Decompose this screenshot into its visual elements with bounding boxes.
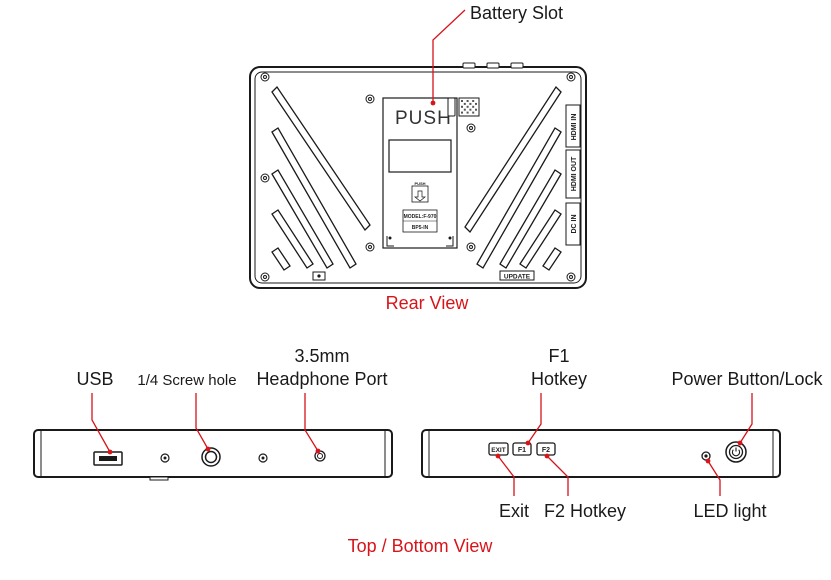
port-hdmi-out-label: HDMI OUT xyxy=(571,156,578,191)
grid-dot xyxy=(472,100,475,102)
top-bump xyxy=(462,62,476,69)
grid-dot xyxy=(466,100,469,102)
battery-slot-label: Battery Slot xyxy=(470,3,563,23)
f2-label: F2 Hotkey xyxy=(544,501,626,521)
grid-dot xyxy=(463,108,466,111)
top-bump xyxy=(510,62,524,69)
f1-label-line2: Hotkey xyxy=(531,369,587,389)
grid-dot xyxy=(461,100,463,102)
update-port-box xyxy=(499,270,535,281)
right-vents xyxy=(464,85,562,271)
update-label: UPDATE xyxy=(504,274,531,281)
power-leader xyxy=(739,393,753,444)
grid-dot xyxy=(469,102,472,105)
port-hdmi-in-label: HDMI IN xyxy=(571,114,578,141)
left-vents xyxy=(271,85,371,271)
battery-release-button xyxy=(447,97,480,117)
f1-button xyxy=(512,442,532,456)
usb-label: USB xyxy=(76,369,113,389)
usb-leader xyxy=(91,393,111,453)
screw-leader xyxy=(195,393,209,450)
plate-sub-text: BP5-IN xyxy=(412,225,429,231)
top-bottom-caption: Top / Bottom View xyxy=(348,536,494,556)
f1-label-line1: F1 xyxy=(548,346,569,366)
battery-plate xyxy=(382,97,458,249)
power-label: Power Button/Lock xyxy=(671,369,823,389)
screw-hole-label: 1/4 Screw hole xyxy=(137,372,236,389)
grid-dot xyxy=(463,102,466,105)
led-leader xyxy=(707,460,721,496)
headphone-label-line1: 3.5mm xyxy=(294,346,349,366)
port-dc-in-label: DC IN xyxy=(571,214,578,233)
grid-dot xyxy=(475,108,477,111)
rear-inner-frame xyxy=(254,71,582,284)
grid-dot xyxy=(461,111,463,114)
top-right-body xyxy=(421,429,781,478)
push-text: PUSH xyxy=(395,108,452,129)
grid-dot xyxy=(461,105,463,108)
top-bump xyxy=(486,62,500,69)
top-view-right: EXIT F1 F2 F1 Hotkey Power Button/Lock E… xyxy=(421,346,824,521)
rear-view: PUSH PUSH MODEL:F-970 BP5-IN HDMI IN HDM… xyxy=(249,3,587,313)
headphone-leader xyxy=(304,393,319,452)
grid-dot xyxy=(472,105,475,108)
f2-leader xyxy=(546,455,569,496)
battery-slot-leader xyxy=(432,9,466,103)
exit-button-text: EXIT xyxy=(491,447,505,454)
f2-button-text: F2 xyxy=(542,447,550,454)
side-port-strip xyxy=(565,104,581,246)
top-view-left: USB 1/4 Screw hole 3.5mm Headphone Port xyxy=(33,346,393,481)
led-label: LED light xyxy=(693,501,766,521)
f1-leader xyxy=(527,393,542,444)
grid-dot xyxy=(466,105,469,108)
headphone-label-line2: Headphone Port xyxy=(256,369,387,389)
f1-button-text: F1 xyxy=(518,447,526,454)
grid-dot xyxy=(475,102,477,105)
grid-dot xyxy=(466,111,469,114)
plate-mark-text: PUSH xyxy=(414,181,425,186)
exit-label: Exit xyxy=(499,501,529,521)
grid-dot xyxy=(472,111,475,114)
power-icon xyxy=(731,449,741,457)
rear-screws xyxy=(260,72,576,282)
rear-view-caption: Rear View xyxy=(386,293,470,313)
plate-model-text: MODEL:F-970 xyxy=(404,214,437,220)
grid-dot xyxy=(469,108,472,111)
exit-leader xyxy=(497,455,515,496)
